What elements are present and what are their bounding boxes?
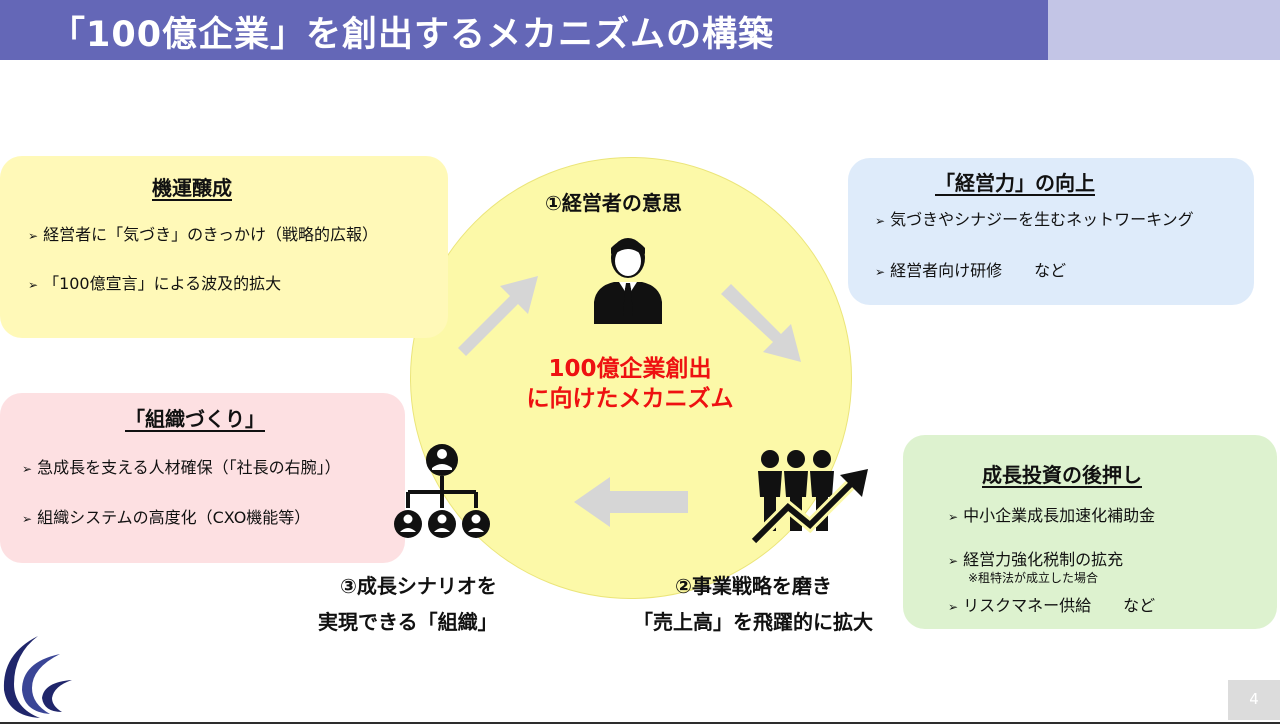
investment-note: ※租特法が成立した場合 xyxy=(968,571,1099,585)
investment-item-3: ➢ リスクマネー供給 など xyxy=(948,592,1155,616)
page-number: 4 xyxy=(1249,690,1259,708)
management-item-2-text: 経営者向け研修 など xyxy=(890,261,1067,280)
investment-item-1-text: 中小企業成長加速化補助金 xyxy=(963,506,1156,525)
investment-box xyxy=(903,435,1277,629)
stage-2-label-line1: ②事業戦略を磨き xyxy=(675,574,832,598)
momentum-item-2: ➢ 「100億宣言」による波及的拡大 xyxy=(28,270,281,294)
bullet-icon: ➢ xyxy=(875,265,886,279)
management-item-2: ➢ 経営者向け研修 など xyxy=(875,257,1066,281)
investment-item-2-text: 経営力強化税制の拡充 xyxy=(963,550,1124,569)
arrow-left-icon xyxy=(574,477,688,527)
growth-team-icon xyxy=(749,450,868,545)
organization-box xyxy=(0,393,405,563)
momentum-item-1-text: 経営者に「気づき」のきっかけ（戦略的広報） xyxy=(43,225,378,244)
management-box xyxy=(848,158,1254,305)
page-number-box: 4 xyxy=(1228,680,1280,720)
center-mechanism-text: 100億企業創出 に向けたメカニズム xyxy=(480,354,780,414)
center-line-2: に向けたメカニズム xyxy=(526,386,734,412)
management-title: 「経営力」の向上 xyxy=(935,171,1095,195)
management-item-1: ➢ 気づきやシナジーを生むネットワーキング xyxy=(875,206,1194,230)
bullet-icon: ➢ xyxy=(875,214,886,228)
organization-item-2: ➢ 組織システムの高度化（CXO機能等） xyxy=(22,504,310,528)
momentum-item-1: ➢ 経営者に「気づき」のきっかけ（戦略的広報） xyxy=(28,221,378,245)
bullet-icon: ➢ xyxy=(22,512,33,526)
stage-2-label-line2: 「売上高」を飛躍的に拡大 xyxy=(633,610,873,634)
momentum-title: 機運醸成 xyxy=(152,176,232,200)
organization-item-1: ➢ 急成長を支える人材確保（「社長の右腕」） xyxy=(22,454,341,478)
arrow-down-right-icon xyxy=(721,284,801,362)
investment-item-3-text: リスクマネー供給 など xyxy=(963,596,1156,615)
bullet-icon: ➢ xyxy=(28,229,39,243)
investment-item-1: ➢ 中小企業成長加速化補助金 xyxy=(948,502,1155,526)
bullet-icon: ➢ xyxy=(948,600,959,614)
momentum-item-2-text: 「100億宣言」による波及的拡大 xyxy=(43,274,282,293)
investment-title: 成長投資の後押し xyxy=(982,463,1142,487)
stage-3-label-line1: ③成長シナリオを xyxy=(340,574,497,598)
title-bar xyxy=(0,0,1048,60)
organization-item-2-text: 組織システムの高度化（CXO機能等） xyxy=(37,508,311,527)
title-bar-accent xyxy=(1048,0,1280,60)
businessman-icon xyxy=(594,238,662,324)
bottom-divider xyxy=(0,722,1280,724)
bullet-icon: ➢ xyxy=(22,462,33,476)
stage-1-label: ①経営者の意思 xyxy=(545,191,682,215)
momentum-box xyxy=(0,156,448,338)
brand-logo-icon xyxy=(3,636,72,718)
management-item-1-text: 気づきやシナジーを生むネットワーキング xyxy=(890,210,1194,229)
bullet-icon: ➢ xyxy=(948,510,959,524)
arrow-up-right-icon xyxy=(458,276,538,356)
stage-3-label-line2: 実現できる「組織」 xyxy=(318,610,498,634)
organization-title: 「組織づくり」 xyxy=(125,407,265,431)
org-chart-icon xyxy=(394,444,490,538)
organization-item-1-text: 急成長を支える人材確保（「社長の右腕」） xyxy=(37,458,341,477)
bullet-icon: ➢ xyxy=(948,554,959,568)
investment-item-2: ➢ 経営力強化税制の拡充 xyxy=(948,546,1123,570)
center-line-1: 100億企業創出 xyxy=(548,356,712,382)
page-title: 「100億企業」を創出するメカニズムの構築 xyxy=(50,15,775,55)
bullet-icon: ➢ xyxy=(28,278,39,292)
